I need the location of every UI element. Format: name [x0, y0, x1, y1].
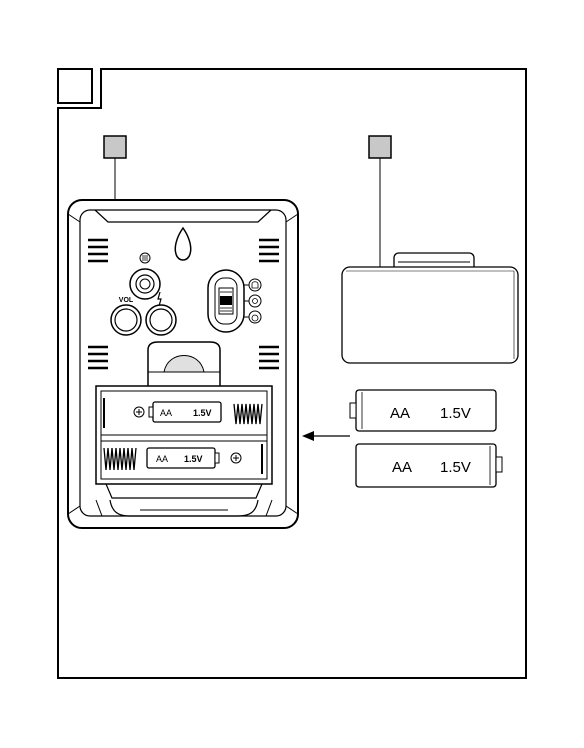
sun-icon	[249, 295, 261, 307]
device-back: VOL	[68, 200, 298, 528]
inner-battery-1-voltage: 1.5V	[193, 408, 212, 418]
loose-battery-1-type: AA	[390, 405, 410, 422]
callout-box-left	[104, 136, 126, 158]
step-number-box	[58, 69, 92, 103]
volume-button[interactable]	[111, 305, 141, 335]
stand-hinge	[148, 342, 220, 390]
menu-button[interactable]	[130, 269, 160, 299]
battery-cover	[342, 253, 518, 363]
loose-battery-1-voltage: 1.5V	[440, 405, 471, 422]
loose-battery-2-voltage: 1.5V	[440, 459, 471, 476]
light-button[interactable]	[146, 305, 176, 335]
inner-battery-1: AA 1.5V	[149, 402, 221, 422]
insert-arrow	[302, 431, 350, 441]
inner-battery-2: AA 1.5V	[147, 448, 219, 468]
inner-battery-2-voltage: 1.5V	[184, 454, 203, 464]
callout-box-right	[369, 136, 391, 158]
alarm-clock-icon	[249, 311, 261, 323]
polarity-plus-bottom	[231, 453, 241, 463]
mode-slide-switch[interactable]	[208, 270, 244, 332]
inner-battery-2-type: AA	[156, 454, 168, 464]
vol-label: VOL	[119, 297, 134, 304]
bell-icon	[249, 279, 261, 291]
inner-battery-1-type: AA	[160, 408, 172, 418]
loose-battery-2-type: AA	[392, 459, 412, 476]
loose-battery-1: AA 1.5V	[350, 390, 496, 431]
polarity-plus-top	[134, 407, 144, 417]
menu-icon	[140, 253, 150, 263]
loose-battery-2: AA 1.5V	[356, 444, 502, 487]
